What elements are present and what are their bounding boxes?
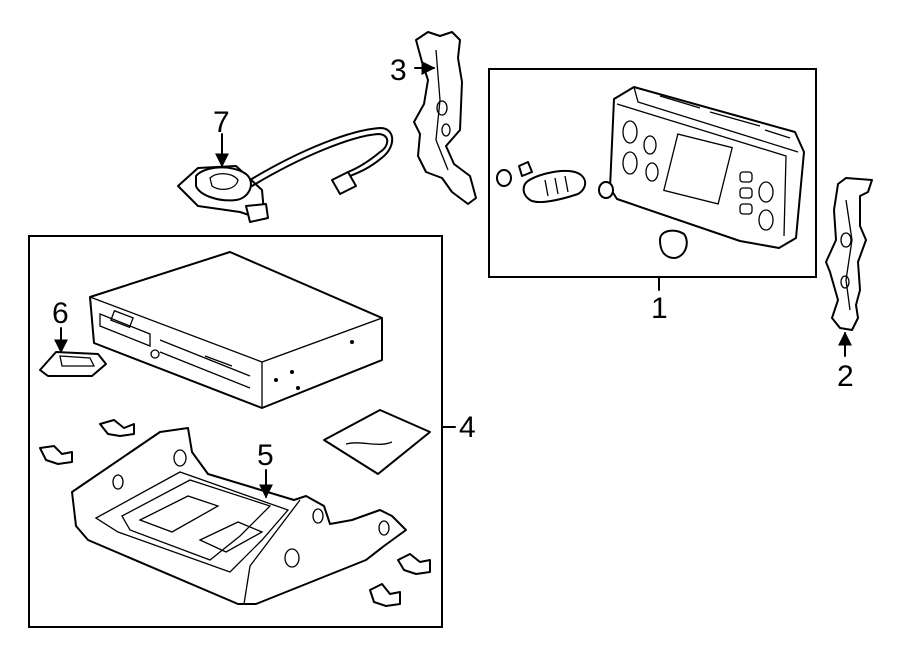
pad-part [39,351,107,377]
bracket-left: 3 [390,31,477,205]
module-frame [28,235,443,628]
callout-1: 1 [651,292,668,325]
callout-2: 2 [837,360,854,393]
bracket-right: 2 [825,177,873,393]
callout-4: 4 [459,411,476,444]
control-unit-group: 1 [488,68,817,325]
knob-set [496,161,688,259]
film-sheet [323,409,431,475]
module-group: 6 5 4 [28,235,476,628]
callout-6: 6 [52,297,69,330]
callout-7: 7 [213,106,230,139]
screw-set [39,419,431,607]
callout-3: 3 [390,54,407,87]
control-unit-frame [488,68,817,278]
control-panel [609,86,805,249]
mounting-bracket [71,427,407,605]
callout-5: 5 [257,439,274,472]
sensor-with-cable: 7 [177,106,394,223]
module-unit [89,251,383,409]
